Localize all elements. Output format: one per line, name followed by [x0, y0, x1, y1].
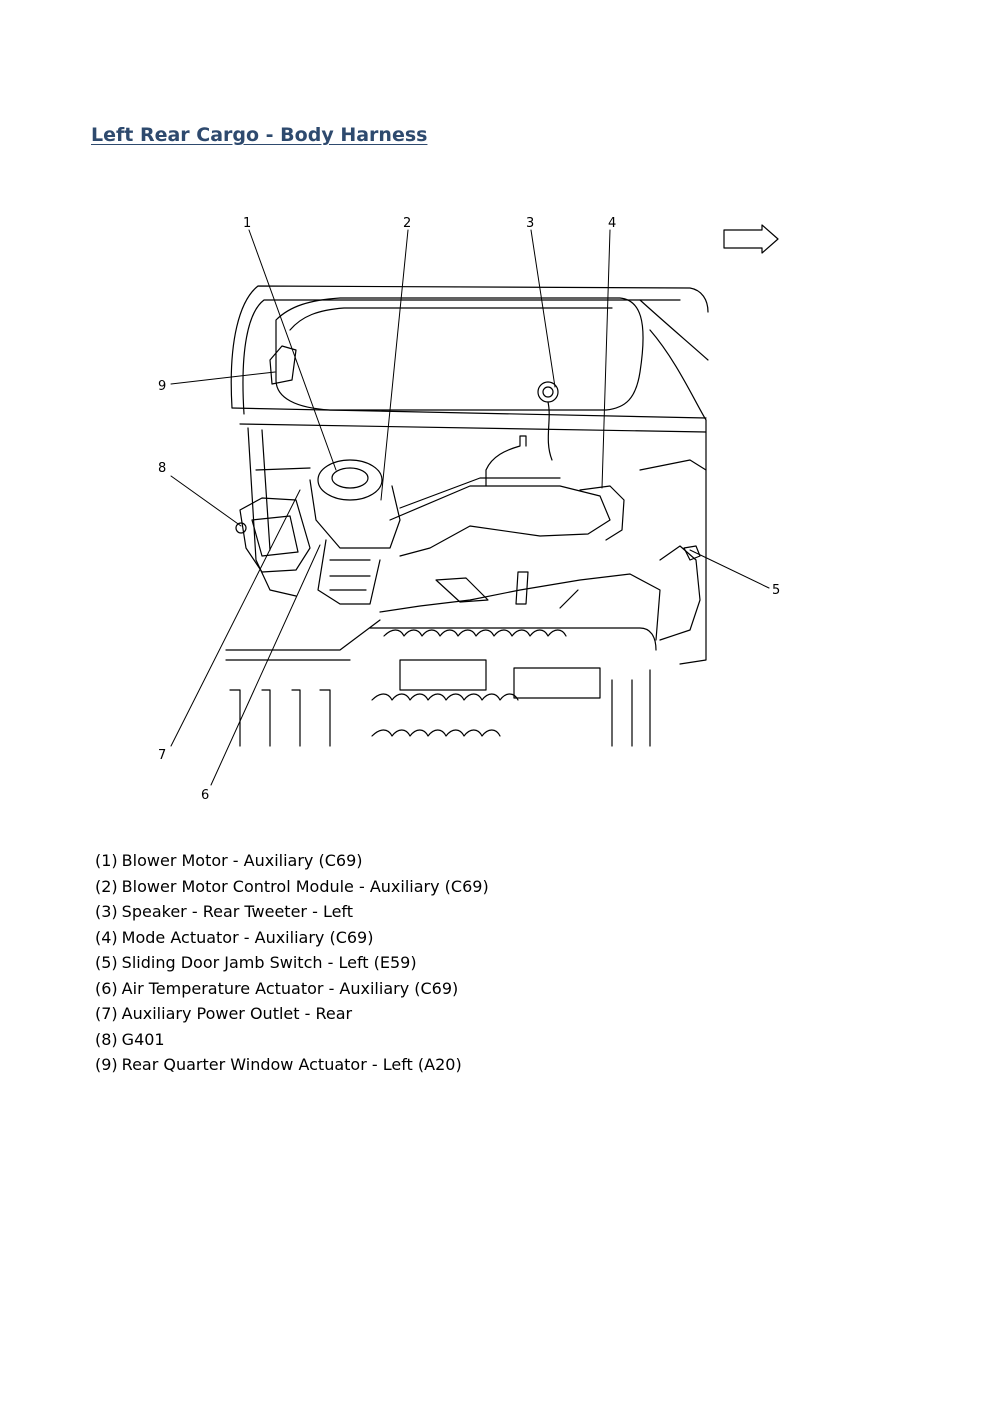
window-actuator — [269, 345, 297, 385]
page-title: Left Rear Cargo - Body Harness — [91, 124, 428, 146]
callout-7: 7 — [158, 748, 166, 763]
callout-6: 6 — [201, 788, 209, 803]
forward-arrow-icon — [723, 224, 779, 254]
component-legend: (1)Blower Motor - Auxiliary (C69) (2)Blo… — [95, 848, 489, 1078]
rear-window-frame — [230, 285, 709, 409]
door-jamb-switch — [683, 545, 701, 561]
callout-9: 9 — [158, 379, 166, 394]
legend-item: (5)Sliding Door Jamb Switch - Left (E59) — [95, 953, 417, 972]
legend-item: (2)Blower Motor Control Module - Auxilia… — [95, 876, 489, 896]
cargo-floor — [379, 573, 661, 641]
callout-8: 8 — [158, 461, 166, 476]
legend-item: (7)Auxiliary Power Outlet - Rear — [95, 1004, 353, 1023]
legend-item: (4)Mode Actuator - Auxiliary (C69) — [95, 927, 374, 947]
callout-2: 2 — [403, 216, 411, 231]
legend-item: (9)Rear Quarter Window Actuator - Left (… — [95, 1055, 462, 1074]
legend-item: (3)Speaker - Rear Tweeter - Left — [95, 902, 354, 921]
legend-item: (1)Blower Motor - Auxiliary (C69) — [95, 851, 363, 870]
callout-3: 3 — [526, 216, 534, 231]
legend-item: (6)Air Temperature Actuator - Auxiliary … — [95, 978, 459, 998]
callout-5: 5 — [772, 583, 780, 598]
callout-4: 4 — [608, 216, 616, 231]
legend-item: (8)G401 — [95, 1029, 165, 1049]
leader-lines — [170, 229, 770, 786]
callout-1: 1 — [243, 216, 251, 231]
ground-g401 — [235, 522, 247, 534]
blower-motor — [317, 459, 383, 501]
hvac-duct — [389, 485, 611, 557]
